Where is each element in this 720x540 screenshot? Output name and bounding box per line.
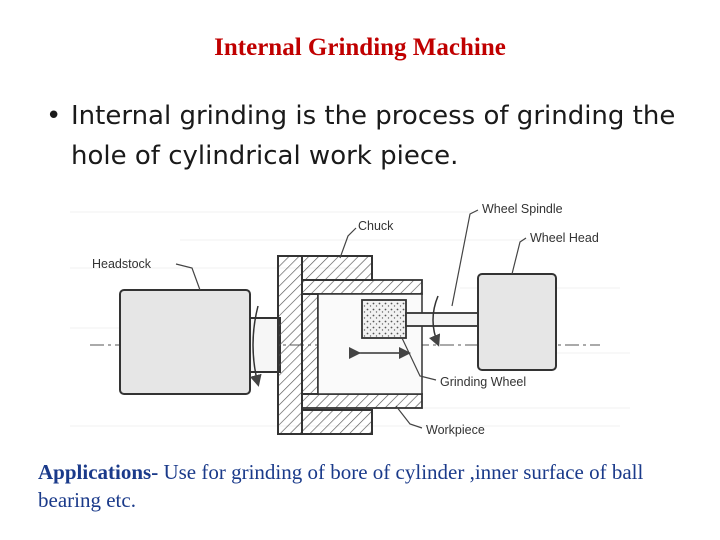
label-wheel-head: Wheel Head (530, 231, 599, 245)
applications-text: Use for grinding of bore of cylinder ,in… (38, 460, 644, 512)
bullet-text: Internal grinding is the process of grin… (71, 101, 676, 171)
slide-title: Internal Grinding Machine (214, 34, 506, 61)
label-chuck: Chuck (358, 219, 394, 233)
headstock-rotation-icon (249, 305, 262, 387)
wheel-head-block (477, 273, 557, 371)
label-headstock: Headstock (92, 257, 152, 271)
internal-grinding-diagram: Headstock Chuck Wheel Spindle Wheel Head… (70, 202, 630, 437)
label-wheel-spindle: Wheel Spindle (482, 202, 563, 216)
wheel-spindle (405, 312, 479, 327)
wheel-rotation-icon (429, 295, 441, 347)
leader-lines (175, 209, 527, 429)
applications-label: Applications- (38, 460, 159, 484)
label-workpiece: Workpiece (426, 423, 485, 437)
grinding-wheel (361, 299, 407, 339)
headstock-block (119, 289, 251, 395)
bullet-point: • Internal grinding is the process of gr… (46, 96, 686, 176)
label-grinding-wheel: Grinding Wheel (440, 375, 526, 389)
bullet-dot: • (46, 101, 62, 131)
applications-paragraph: Applications- Use for grinding of bore o… (38, 458, 688, 514)
